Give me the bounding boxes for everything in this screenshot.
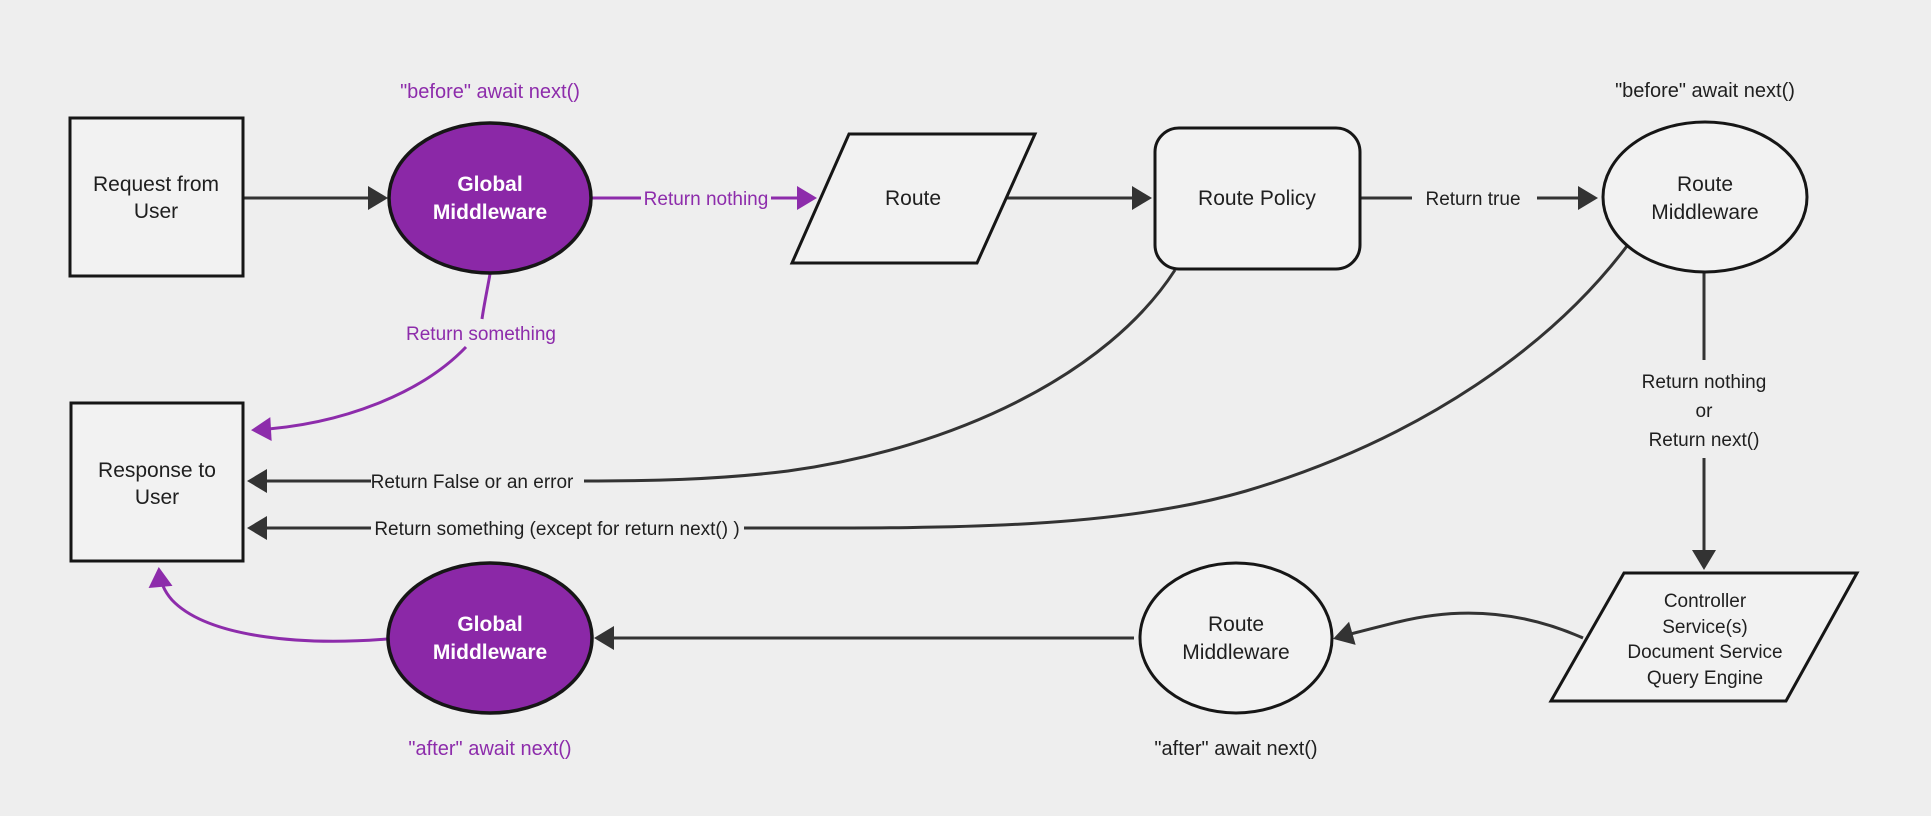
controller-line2: Service(s) xyxy=(1662,617,1748,638)
label-return-nothing-or-line1: Return nothing xyxy=(1642,372,1767,393)
node-route-policy xyxy=(1153,126,1362,271)
global-middleware-bottom-line2: Middleware xyxy=(433,641,547,664)
response-label-line2: User xyxy=(135,486,179,509)
route-middleware-bottom-line1: Route xyxy=(1208,613,1264,636)
route-middleware-top-line1: Route xyxy=(1677,173,1733,196)
controller-line4: Query Engine xyxy=(1647,668,1763,689)
route-policy-label: Route Policy xyxy=(1198,187,1316,210)
label-before-await-next-global: "before" await next() xyxy=(400,81,580,103)
request-label-line1: Request from xyxy=(93,173,219,196)
label-return-nothing-or-line3: Return next() xyxy=(1649,430,1760,451)
request-label-line2: User xyxy=(134,200,178,223)
label-return-something-except: Return something (except for return next… xyxy=(374,519,739,540)
label-after-await-next-route: "after" await next() xyxy=(1154,738,1317,760)
route-label: Route xyxy=(885,187,941,210)
edge-global-bottom-to-response xyxy=(148,567,388,643)
edge-route-middleware-to-response-curve xyxy=(743,245,1629,530)
label-return-false-or-error: Return False or an error xyxy=(371,472,574,493)
label-return-true: Return true xyxy=(1425,189,1520,210)
edge-global-return-something-curve xyxy=(251,345,468,442)
label-return-something: Return something xyxy=(406,324,556,345)
node-controller-services xyxy=(1548,571,1860,703)
edge-global-return-something-stem xyxy=(480,273,492,320)
label-return-nothing: Return nothing xyxy=(644,189,769,210)
global-middleware-bottom-line1: Global xyxy=(457,613,522,636)
controller-line1: Controller xyxy=(1664,591,1747,612)
node-route xyxy=(789,132,1038,265)
node-global-middleware-top xyxy=(387,121,593,275)
global-middleware-top-line1: Global xyxy=(457,173,522,196)
route-middleware-top-line2: Middleware xyxy=(1651,201,1758,224)
node-request-from-user xyxy=(68,116,245,278)
label-before-await-next-route: "before" await next() xyxy=(1615,80,1795,102)
node-route-middleware-top xyxy=(1601,120,1809,274)
edge-route-policy-to-response-curve xyxy=(583,269,1177,483)
response-label-line1: Response to xyxy=(98,459,216,482)
node-global-middleware-bottom xyxy=(386,561,594,715)
label-return-nothing-or-line2: or xyxy=(1696,401,1714,422)
global-middleware-top-line2: Middleware xyxy=(433,201,547,224)
controller-line3: Document Service xyxy=(1627,642,1782,663)
node-route-middleware-bottom xyxy=(1138,561,1334,715)
edge-controller-to-route-middleware-bottom xyxy=(1333,611,1584,645)
label-after-await-next-global: "after" await next() xyxy=(408,738,571,760)
route-middleware-bottom-line2: Middleware xyxy=(1182,641,1289,664)
node-response-to-user xyxy=(69,401,245,563)
